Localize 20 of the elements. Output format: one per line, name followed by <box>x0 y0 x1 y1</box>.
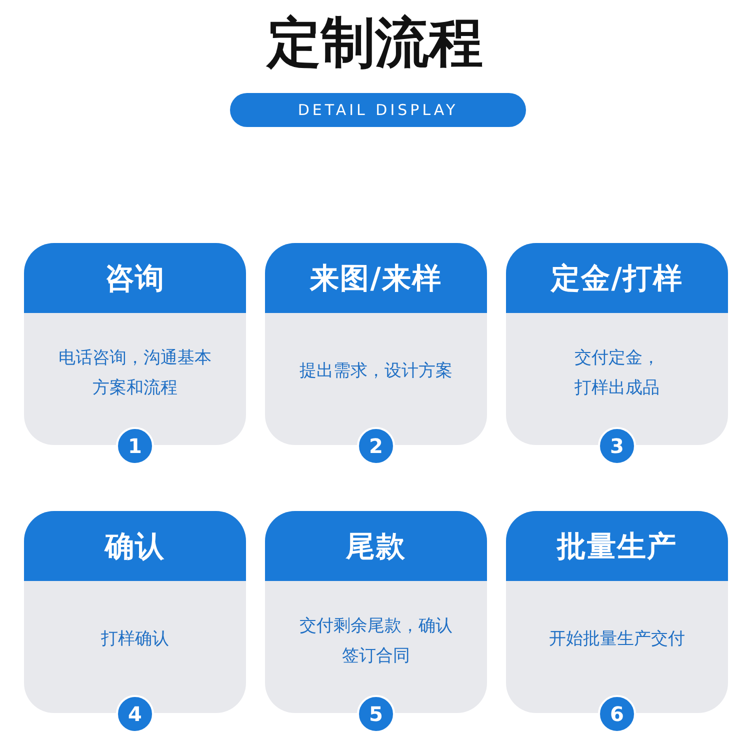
step-description: 提出需求，设计方案 <box>298 360 454 383</box>
title: 定制流程 <box>265 10 484 76</box>
step-description: 交付定金，打样出成品 <box>574 347 660 400</box>
step-description: 打样确认 <box>100 628 170 651</box>
step-heading: 来图/来样 <box>265 243 487 313</box>
step-number: 6 <box>598 695 636 733</box>
step-heading: 确认 <box>24 511 246 581</box>
step-description: 电话咨询，沟通基本方案和流程 <box>58 347 212 400</box>
step-heading: 定金/打样 <box>506 243 728 313</box>
subtitle-pill: DETAIL DISPLAY <box>230 93 526 127</box>
step-description: 交付剩余尾款，确认签订合同 <box>298 615 454 668</box>
step-number: 5 <box>357 695 395 733</box>
step-description: 开始批量生产交付 <box>548 628 686 651</box>
step-heading: 批量生产 <box>506 511 728 581</box>
step-number: 3 <box>598 427 636 465</box>
step-heading: 尾款 <box>265 511 487 581</box>
step-number: 2 <box>357 427 395 465</box>
step-heading: 咨询 <box>24 243 246 313</box>
step-number: 1 <box>116 427 154 465</box>
step-number: 4 <box>116 695 154 733</box>
